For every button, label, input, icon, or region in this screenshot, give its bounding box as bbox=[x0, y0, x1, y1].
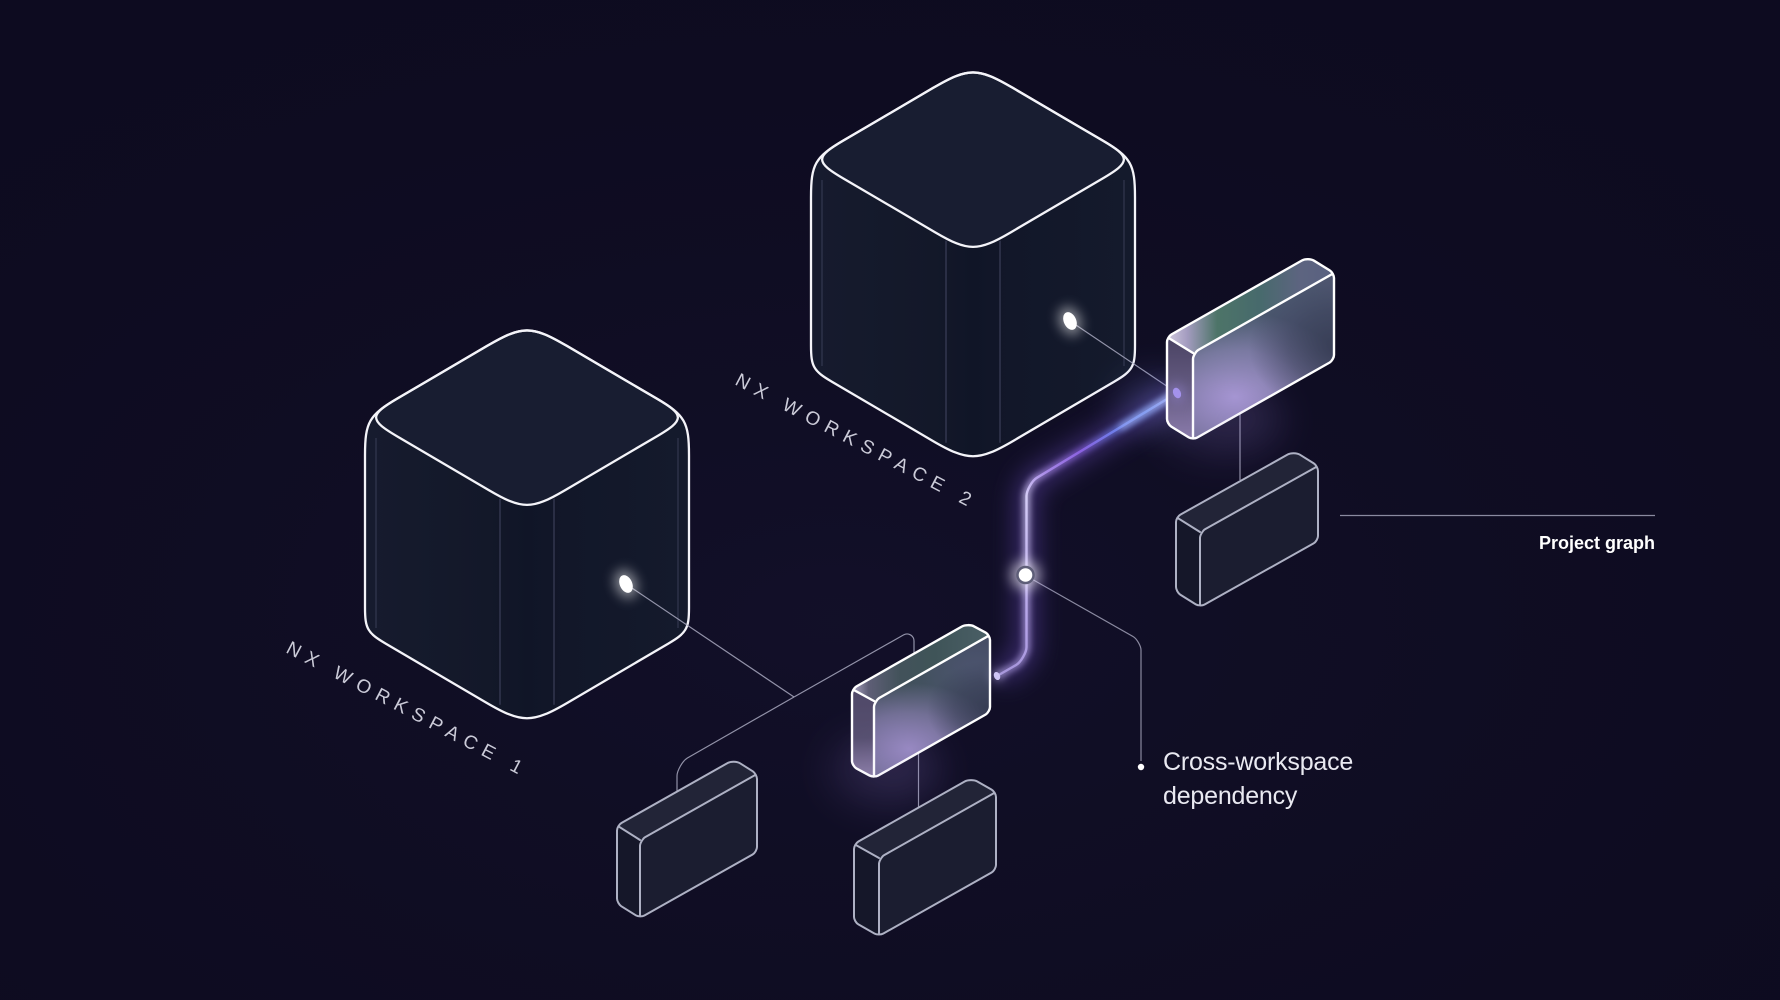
svg-text:Cross-workspace: Cross-workspace bbox=[1163, 748, 1353, 776]
svg-text:dependency: dependency bbox=[1163, 782, 1298, 810]
svg-text:Project graph: Project graph bbox=[1539, 533, 1655, 553]
